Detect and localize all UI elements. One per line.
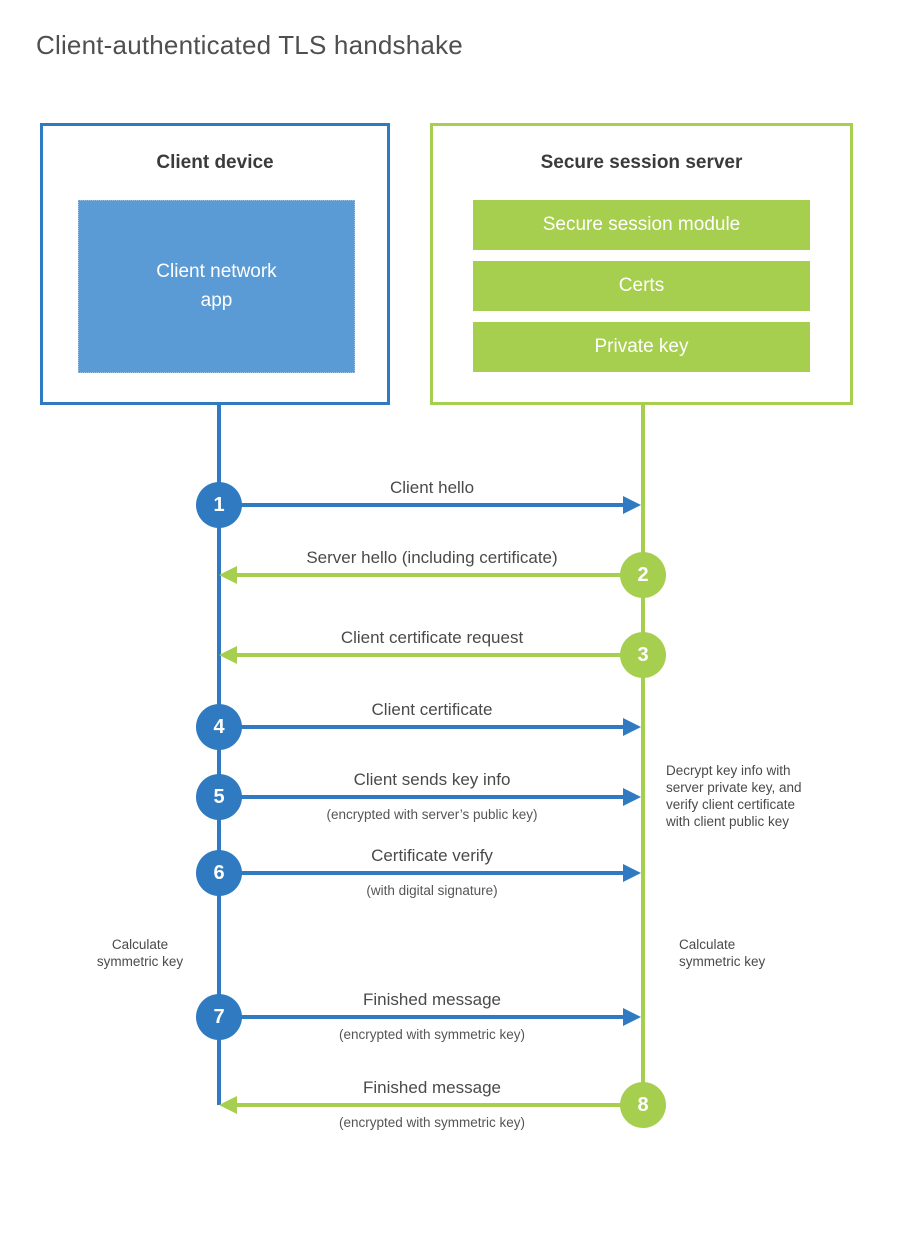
step-number-1: 1 [213, 493, 225, 516]
arrow-shaft-step-5 [219, 795, 623, 799]
step-circle-7: 7 [196, 994, 242, 1040]
step-label-2: Server hello (including certificate) [306, 548, 558, 567]
arrow-head-right-step-4 [623, 718, 641, 736]
step-number-5: 5 [213, 785, 225, 808]
step-label-8: Finished message [363, 1078, 501, 1097]
step-number-3: 3 [637, 643, 649, 666]
step-sublabel-6: (with digital signature) [366, 883, 498, 898]
server-module-certs: Certs [473, 261, 810, 311]
step-circle-6: 6 [196, 850, 242, 896]
step-sublabel-7: (encrypted with symmetric key) [338, 1027, 526, 1042]
server-decrypt-note: Decrypt key info with server private key… [666, 763, 802, 829]
step-number-6: 6 [213, 861, 225, 884]
step-label-4: Client certificate [371, 700, 493, 719]
step-label-6: Certificate verify [371, 846, 493, 865]
step-circle-3: 3 [620, 632, 666, 678]
step-label-3: Client certificate request [340, 628, 524, 647]
client-network-app-box: Client network app [78, 200, 355, 373]
step-circle-2: 2 [620, 552, 666, 598]
arrow-head-left-step-2 [219, 566, 237, 584]
arrow-shaft-step-7 [219, 1015, 623, 1019]
arrow-head-left-step-8 [219, 1096, 237, 1114]
step-sublabel-8: (encrypted with symmetric key) [338, 1115, 526, 1130]
server-module-private-key: Private key [473, 322, 810, 372]
arrow-head-right-step-1 [623, 496, 641, 514]
arrow-shaft-step-1 [219, 503, 623, 507]
step-label-1: Client hello [389, 478, 475, 497]
arrow-shaft-step-3 [237, 653, 643, 657]
arrow-head-right-step-7 [623, 1008, 641, 1026]
step-label-7: Finished message [363, 990, 501, 1009]
step-label-5: Client sends key info [353, 770, 511, 789]
arrow-head-left-step-3 [219, 646, 237, 664]
arrow-shaft-step-8 [237, 1103, 643, 1107]
client-calc-symmetric-key-note: Calculate symmetric key [96, 937, 184, 969]
step-number-2: 2 [637, 563, 649, 586]
server-lifeline [641, 403, 645, 1109]
step-circle-4: 4 [196, 704, 242, 750]
step-circle-8: 8 [620, 1082, 666, 1128]
server-calc-symmetric-key-note: Calculate symmetric key [679, 937, 766, 969]
client-lifeline [217, 403, 221, 1105]
arrow-shaft-step-4 [219, 725, 623, 729]
page-title: Client-authenticated TLS handshake [36, 30, 463, 60]
secure-session-server-title: Secure session server [540, 152, 743, 173]
server-module-secure-session: Secure session module [473, 200, 810, 250]
step-number-7: 7 [213, 1005, 225, 1028]
step-circle-5: 5 [196, 774, 242, 820]
step-circle-1: 1 [196, 482, 242, 528]
arrow-shaft-step-2 [237, 573, 643, 577]
arrow-shaft-step-6 [219, 871, 623, 875]
client-device-title: Client device [156, 152, 274, 173]
step-number-4: 4 [213, 715, 225, 738]
step-sublabel-5: (encrypted with server’s public key) [326, 807, 538, 822]
arrow-head-right-step-6 [623, 864, 641, 882]
arrow-head-right-step-5 [623, 788, 641, 806]
step-number-8: 8 [637, 1093, 649, 1116]
